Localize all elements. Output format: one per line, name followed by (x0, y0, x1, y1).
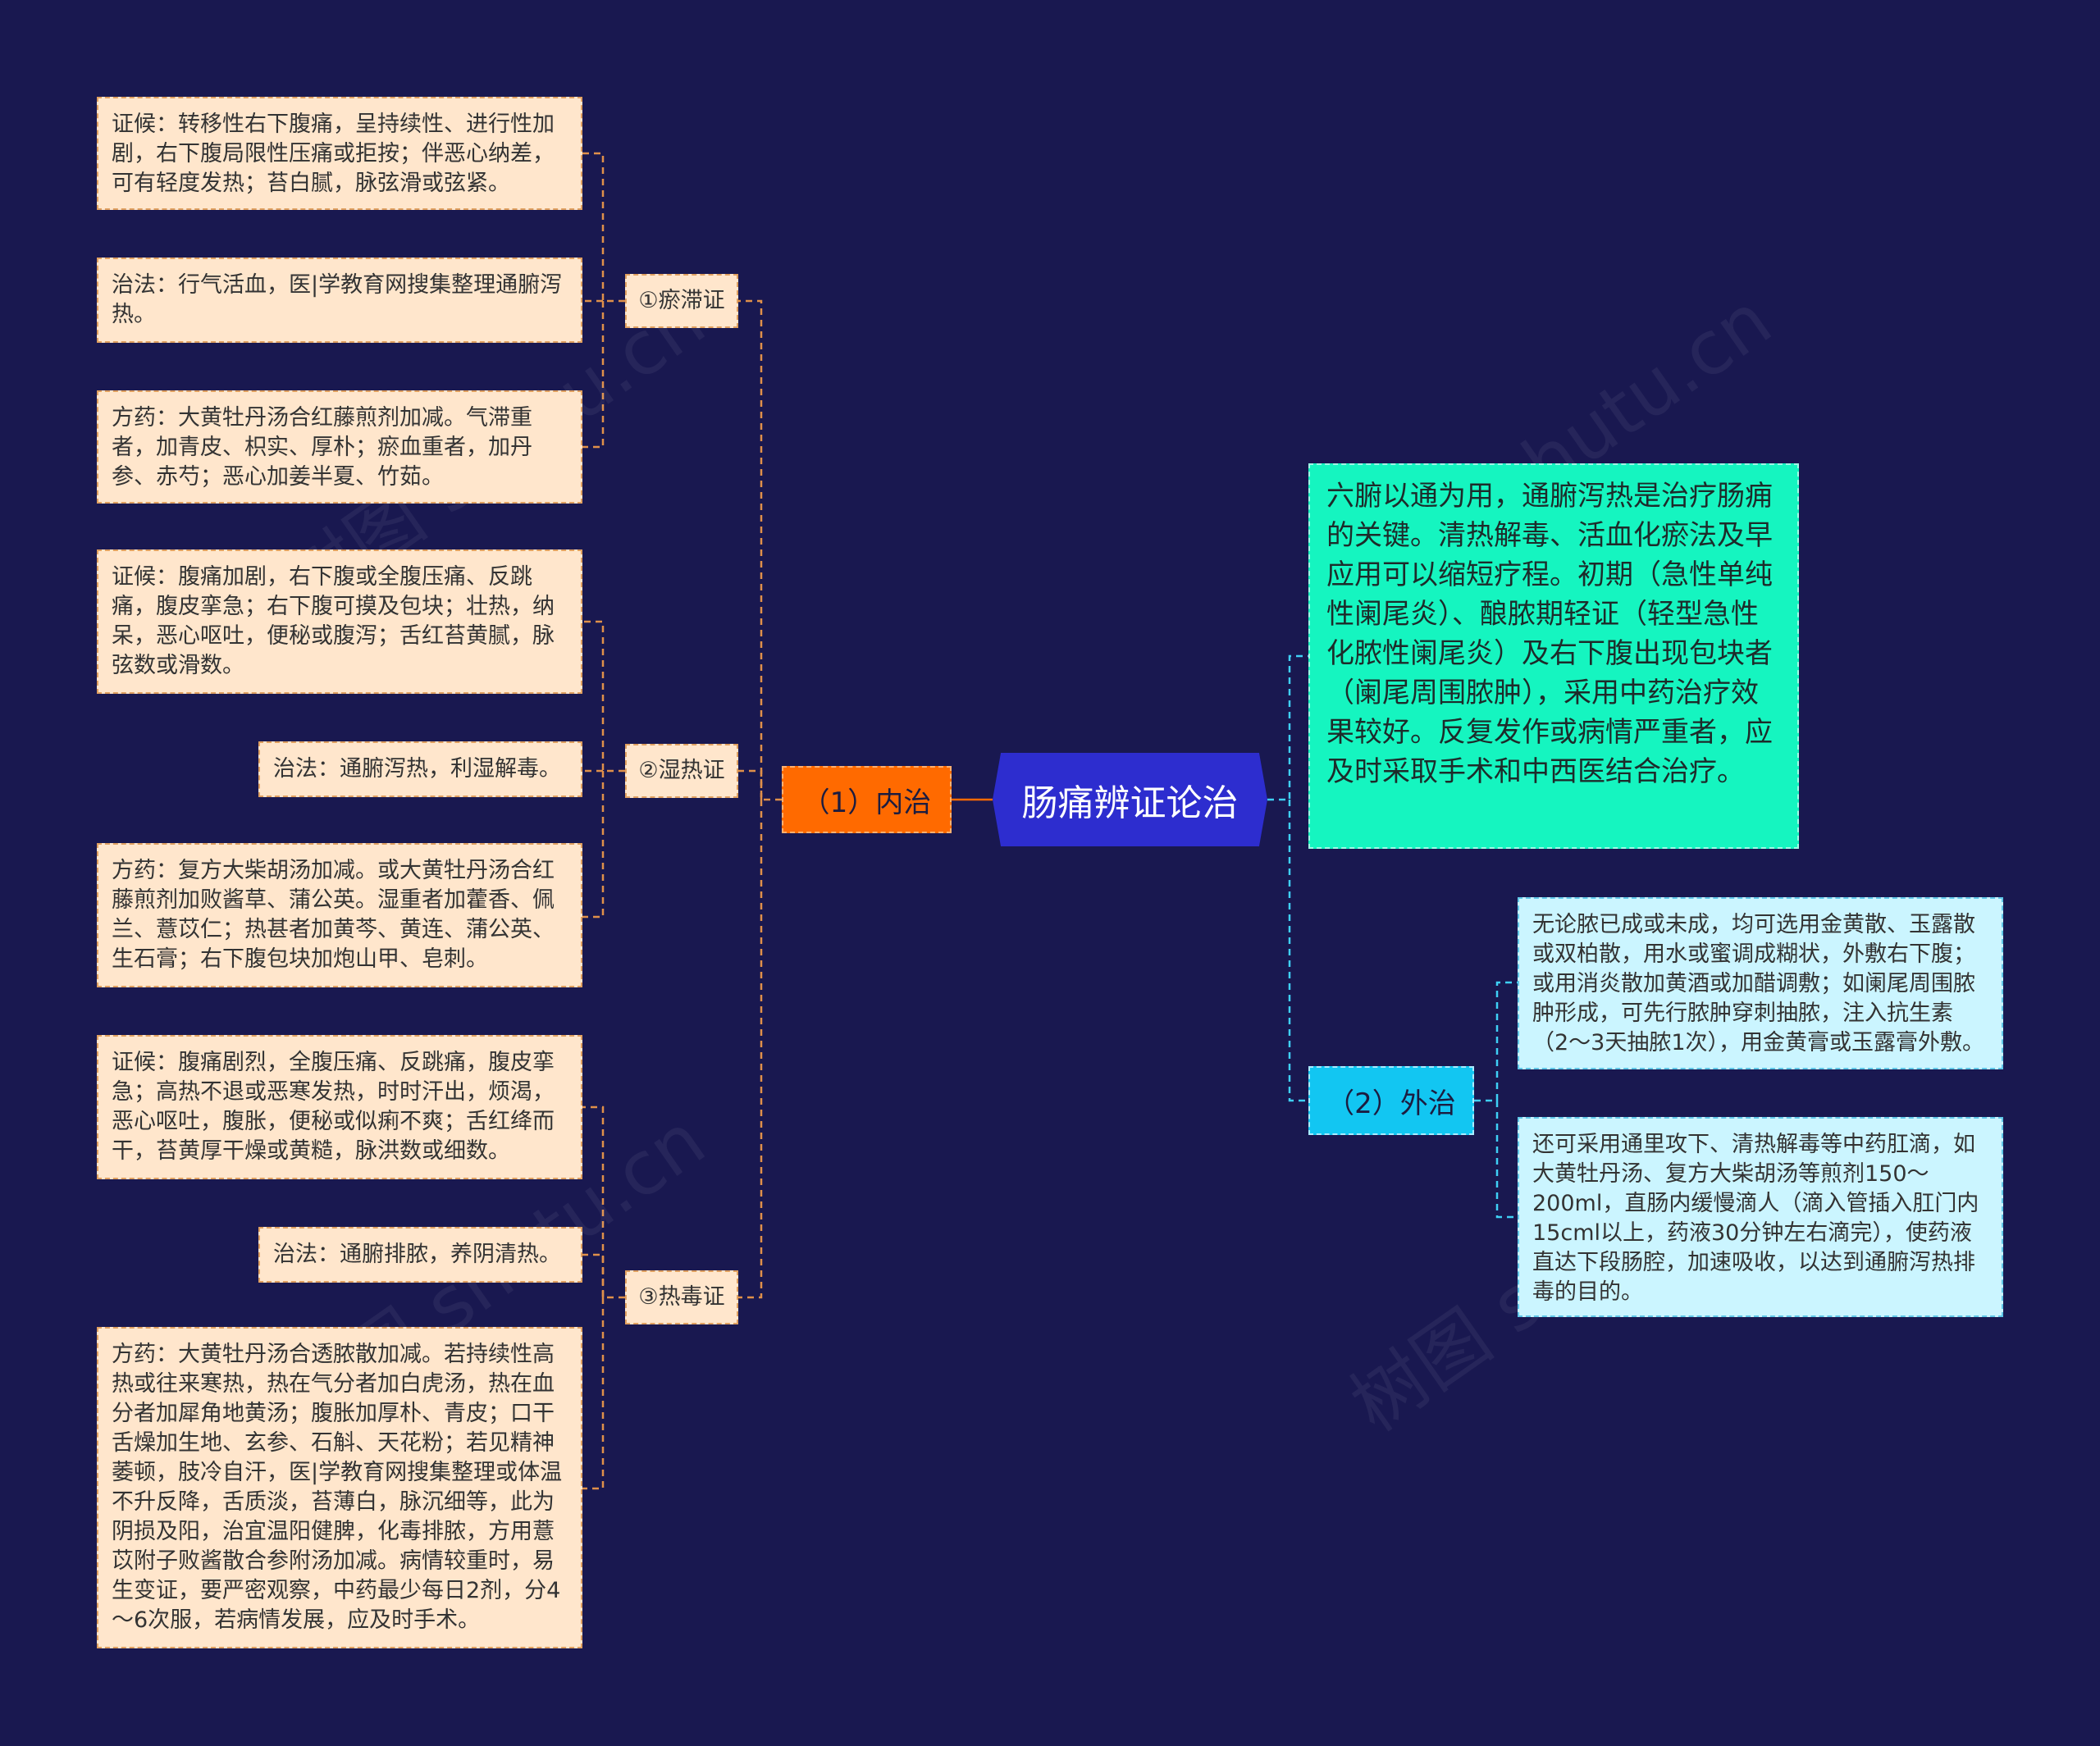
branch-internal[interactable]: （1）内治 (782, 766, 952, 833)
branch-external[interactable]: （2）外治 (1308, 1066, 1474, 1135)
leaf-external-topical[interactable]: 无论脓已成或未成，均可选用金黄散、玉露散或双柏散，用水或蜜调成糊状，外敷右下腹；… (1518, 897, 2003, 1069)
sub-topic-label: ②湿热证 (638, 758, 725, 783)
sub-topic-heat-toxin[interactable]: ③热毒证 (625, 1270, 738, 1324)
sub-topic-label: ①瘀滞证 (638, 288, 725, 313)
leaf-stasis-prescription[interactable]: 方药：大黄牡丹汤合红藤煎剂加减。气滞重者，加青皮、枳实、厚朴；瘀血重者，加丹参、… (97, 390, 582, 504)
leaf-damp-heat-prescription[interactable]: 方药：复方大柴胡汤加减。或大黄牡丹汤合红藤煎剂加败酱草、蒲公英。湿重者加藿香、佩… (97, 843, 582, 987)
sub-topic-label: ③热毒证 (638, 1284, 725, 1310)
sub-topic-damp-heat[interactable]: ②湿热证 (625, 744, 738, 798)
branch-internal-label: （1）内治 (801, 786, 932, 819)
root-topic[interactable]: 肠痛辨证论治 (993, 753, 1267, 846)
root-topic-label: 肠痛辨证论治 (1021, 782, 1239, 824)
leaf-heat-toxin-syndrome[interactable]: 证候：腹痛剧烈，全腹压痛、反跳痛，腹皮挛急；高热不退或恶寒发热，时时汗出，烦渴，… (97, 1035, 582, 1179)
leaf-heat-toxin-prescription[interactable]: 方药：大黄牡丹汤合透脓散加减。若持续性高热或往来寒热，热在气分者加白虎汤，热在血… (97, 1327, 582, 1648)
branch-external-label: （2）外治 (1326, 1087, 1456, 1120)
leaf-external-rectal-drip[interactable]: 还可采用通里攻下、清热解毒等中药肛滴，如大黄牡丹汤、复方大柴胡汤等煎剂150～2… (1518, 1117, 2003, 1317)
leaf-stasis-syndrome[interactable]: 证候：转移性右下腹痛，呈持续性、进行性加剧，右下腹局限性压痛或拒按；伴恶心纳差，… (97, 97, 582, 210)
leaf-stasis-treatment[interactable]: 治法：行气活血，医|学教育网搜集整理通腑泻热。 (97, 258, 582, 343)
leaf-damp-heat-syndrome[interactable]: 证候：腹痛加剧，右下腹或全腹压痛、反跳痛，腹皮挛急；右下腹可摸及包块；壮热，纳呆… (97, 549, 582, 694)
leaf-heat-toxin-treatment[interactable]: 治法：通腑排脓，养阴清热。 (258, 1227, 582, 1283)
leaf-damp-heat-treatment[interactable]: 治法：通腑泻热，利湿解毒。 (258, 741, 582, 797)
summary-note[interactable]: 六腑以通为用，通腑泻热是治疗肠痈的关键。清热解毒、活血化瘀法及早应用可以缩短疗程… (1308, 463, 1799, 849)
sub-topic-stasis[interactable]: ①瘀滞证 (625, 274, 738, 328)
